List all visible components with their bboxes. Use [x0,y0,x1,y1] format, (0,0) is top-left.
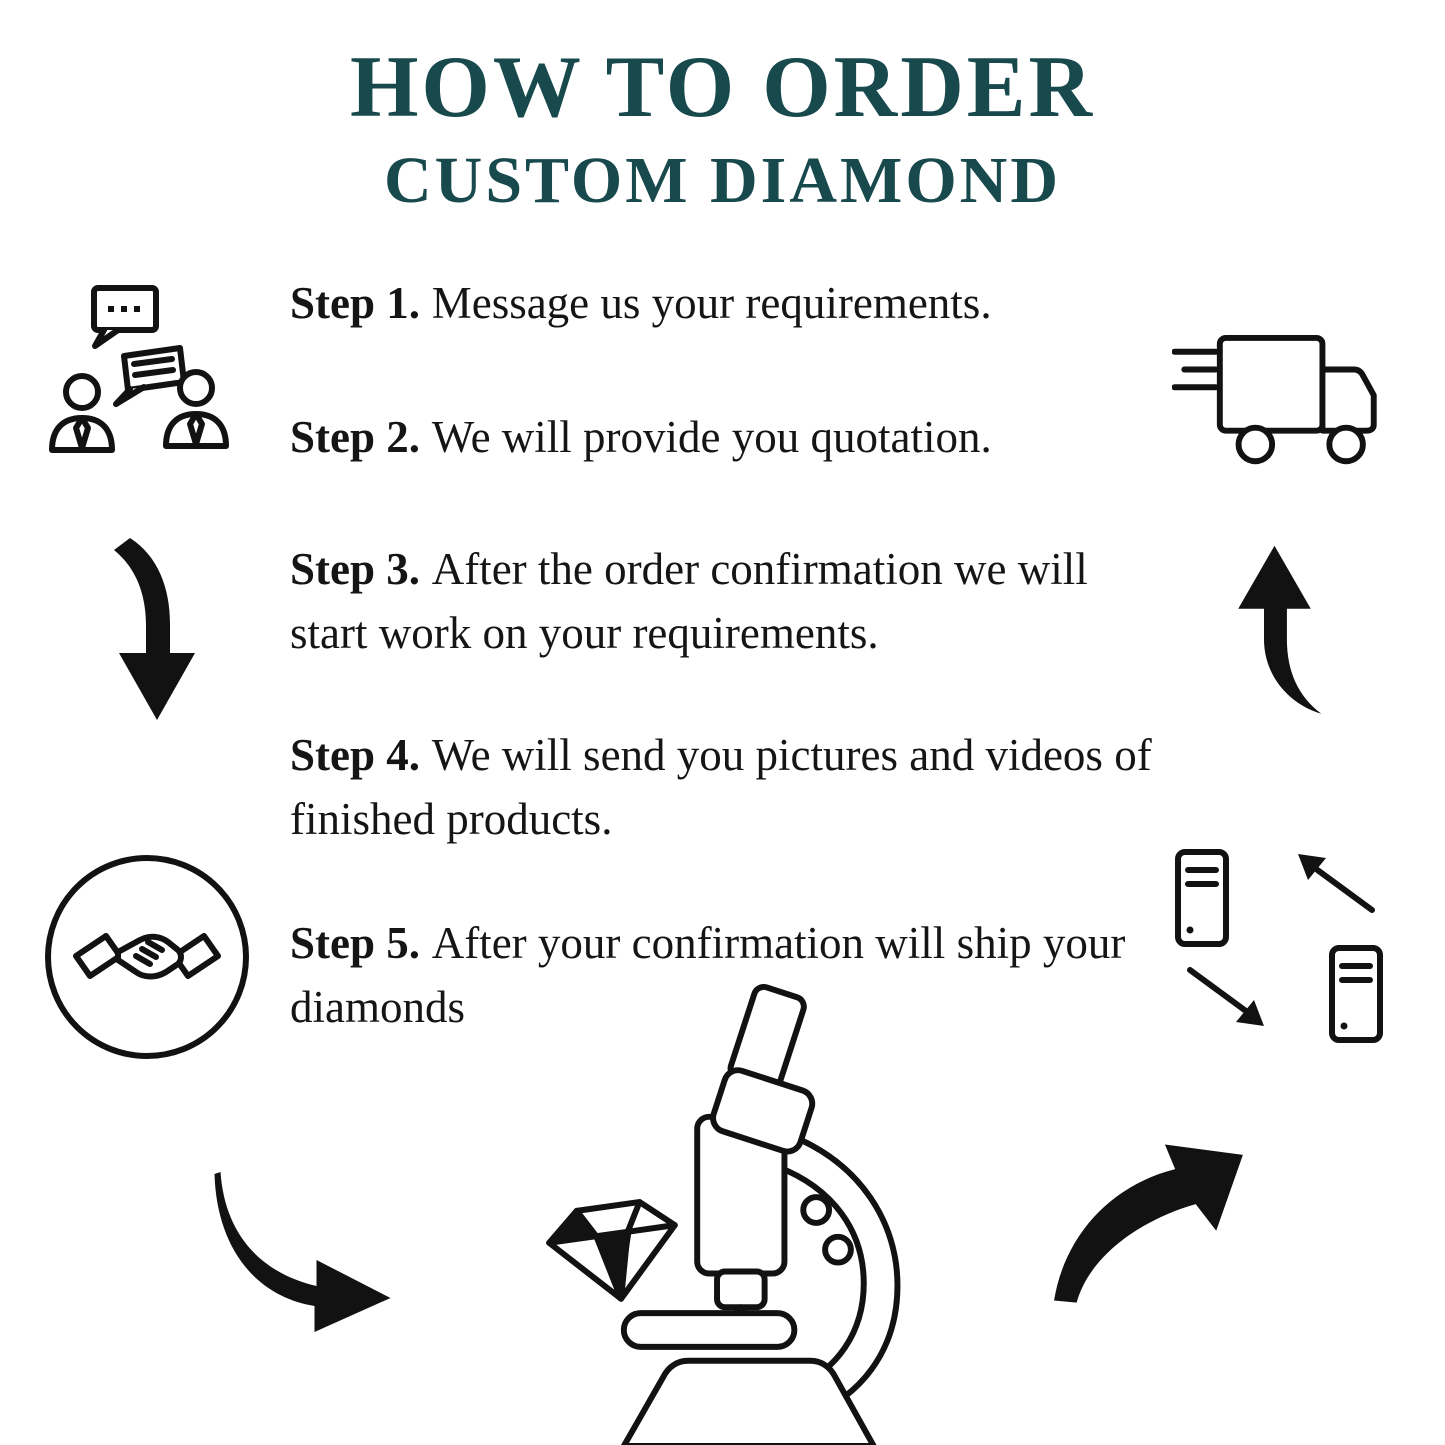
step-4: Step 4.We will send you pictures and vid… [290,724,1165,852]
step-2-text: We will provide you quotation. [431,412,992,462]
curved-up-arrow-icon [1222,542,1327,727]
step-3-text: After the order confirmation we will sta… [290,544,1088,658]
step-3-label: Step 3. [290,544,421,594]
step-1: Step 1.Message us your requirements. [290,272,1165,336]
step-1-text: Message us your requirements. [431,278,992,328]
step-2-label: Step 2. [290,412,421,462]
title-line-1: HOW TO ORDER [349,39,1096,136]
step-1-label: Step 1. [290,278,421,328]
step-5-label: Step 5. [290,918,421,968]
step-5-text: After your confirmation will ship your d… [290,918,1126,1032]
curved-up-right-arrow-icon [1052,1138,1247,1303]
title-line-2: CUSTOM DIAMOND [384,144,1061,217]
page-title: HOW TO ORDER CUSTOM DIAMOND [0,44,1445,214]
step-5: Step 5.After your confirmation will ship… [290,912,1165,1040]
microscope-diamond-icon [505,980,935,1445]
step-4-label: Step 4. [290,730,421,780]
handshake-icon [42,852,252,1062]
curved-down-arrow-icon [100,538,220,728]
chat-people-icon [38,282,238,482]
delivery-truck-icon [1172,332,1390,480]
step-2: Step 2.We will provide you quotation. [290,406,1165,470]
step-4-text: We will send you pictures and videos of … [290,730,1152,844]
curved-right-arrow-icon [212,1172,397,1332]
step-3: Step 3.After the order confirmation we w… [290,538,1165,666]
data-transfer-icon [1172,848,1392,1048]
